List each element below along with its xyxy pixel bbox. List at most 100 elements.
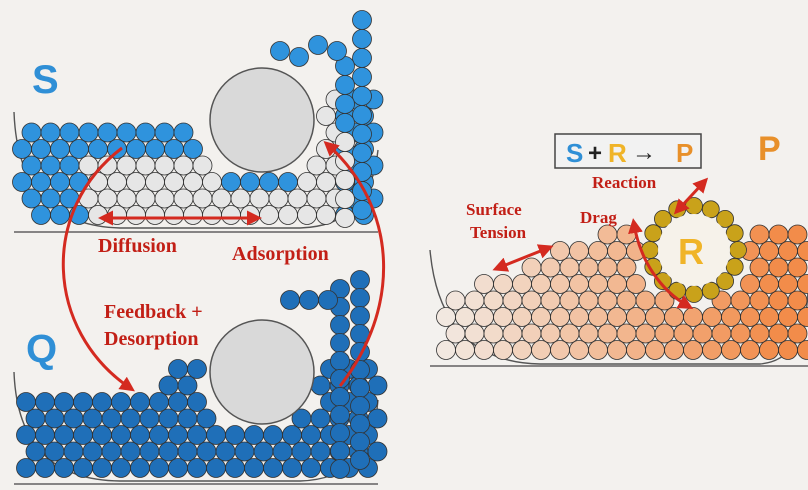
- bead: [102, 409, 121, 428]
- bead: [513, 275, 532, 294]
- bead: [351, 451, 370, 470]
- bead: [127, 140, 146, 159]
- bead: [532, 275, 551, 294]
- bead: [245, 426, 264, 445]
- bead: [64, 442, 83, 461]
- bead: [598, 291, 617, 310]
- bead: [353, 87, 372, 106]
- bead: [136, 123, 155, 142]
- bead: [551, 341, 570, 360]
- bead: [446, 291, 465, 310]
- bead: [579, 291, 598, 310]
- bead: [617, 324, 636, 343]
- bead: [203, 206, 222, 225]
- bead: [368, 409, 387, 428]
- bead: [779, 275, 798, 294]
- bead: [302, 459, 321, 478]
- bead: [328, 42, 347, 61]
- bead: [336, 190, 355, 209]
- bead: [317, 173, 336, 192]
- bead: [298, 173, 317, 192]
- bead: [769, 324, 788, 343]
- bead: [290, 48, 309, 67]
- bead: [241, 206, 260, 225]
- bead: [83, 442, 102, 461]
- bead: [475, 308, 494, 327]
- bead: [203, 173, 222, 192]
- bead: [159, 442, 178, 461]
- bead: [522, 324, 541, 343]
- bead: [769, 291, 788, 310]
- bead: [309, 36, 328, 55]
- bead: [798, 308, 808, 327]
- bead: [646, 341, 665, 360]
- bead: [22, 156, 41, 175]
- bead: [307, 156, 326, 175]
- bead: [712, 324, 731, 343]
- label-tension: Tension: [470, 223, 527, 242]
- r-ring-bead: [686, 286, 703, 303]
- bead: [494, 308, 513, 327]
- bead: [22, 123, 41, 142]
- bead: [503, 324, 522, 343]
- q-obstacle-disk: [210, 320, 314, 424]
- bead: [102, 442, 121, 461]
- bead: [769, 258, 788, 277]
- bead: [150, 393, 169, 412]
- bead: [36, 393, 55, 412]
- bead: [368, 442, 387, 461]
- bead: [193, 189, 212, 208]
- bead: [193, 156, 212, 175]
- bead: [26, 409, 45, 428]
- bead: [112, 459, 131, 478]
- label-drag: Drag: [580, 208, 617, 227]
- bead: [437, 341, 456, 360]
- bead: [271, 42, 290, 61]
- bead: [207, 459, 226, 478]
- bead: [598, 225, 617, 244]
- bead: [579, 324, 598, 343]
- bead: [188, 360, 207, 379]
- bead: [250, 189, 269, 208]
- bead: [351, 379, 370, 398]
- bead: [74, 426, 93, 445]
- bead: [169, 360, 188, 379]
- bead: [608, 242, 627, 261]
- bead: [513, 308, 532, 327]
- bead: [551, 242, 570, 261]
- bead: [222, 206, 241, 225]
- bead: [722, 341, 741, 360]
- bead: [13, 140, 32, 159]
- label-surface: Surface: [466, 200, 522, 219]
- bead: [216, 442, 235, 461]
- bead: [169, 459, 188, 478]
- right-bead-packing: [437, 225, 808, 360]
- bead: [331, 316, 350, 335]
- bead: [55, 393, 74, 412]
- bead: [41, 189, 60, 208]
- bead: [541, 291, 560, 310]
- bead: [117, 189, 136, 208]
- bead: [121, 442, 140, 461]
- bead: [178, 376, 197, 395]
- r-ring-bead: [645, 225, 662, 242]
- bead: [45, 409, 64, 428]
- bead: [41, 123, 60, 142]
- bead: [165, 173, 184, 192]
- bead: [351, 361, 370, 380]
- bead: [788, 291, 807, 310]
- bead: [188, 459, 207, 478]
- bead: [560, 291, 579, 310]
- bead: [741, 308, 760, 327]
- bead: [51, 173, 70, 192]
- panel-letter-r: R: [678, 231, 704, 272]
- bead: [608, 275, 627, 294]
- bead: [368, 376, 387, 395]
- bead: [136, 189, 155, 208]
- bead: [260, 206, 279, 225]
- bead: [353, 106, 372, 125]
- bead: [608, 341, 627, 360]
- bead: [269, 189, 288, 208]
- panel-letter-q: Q: [26, 327, 57, 371]
